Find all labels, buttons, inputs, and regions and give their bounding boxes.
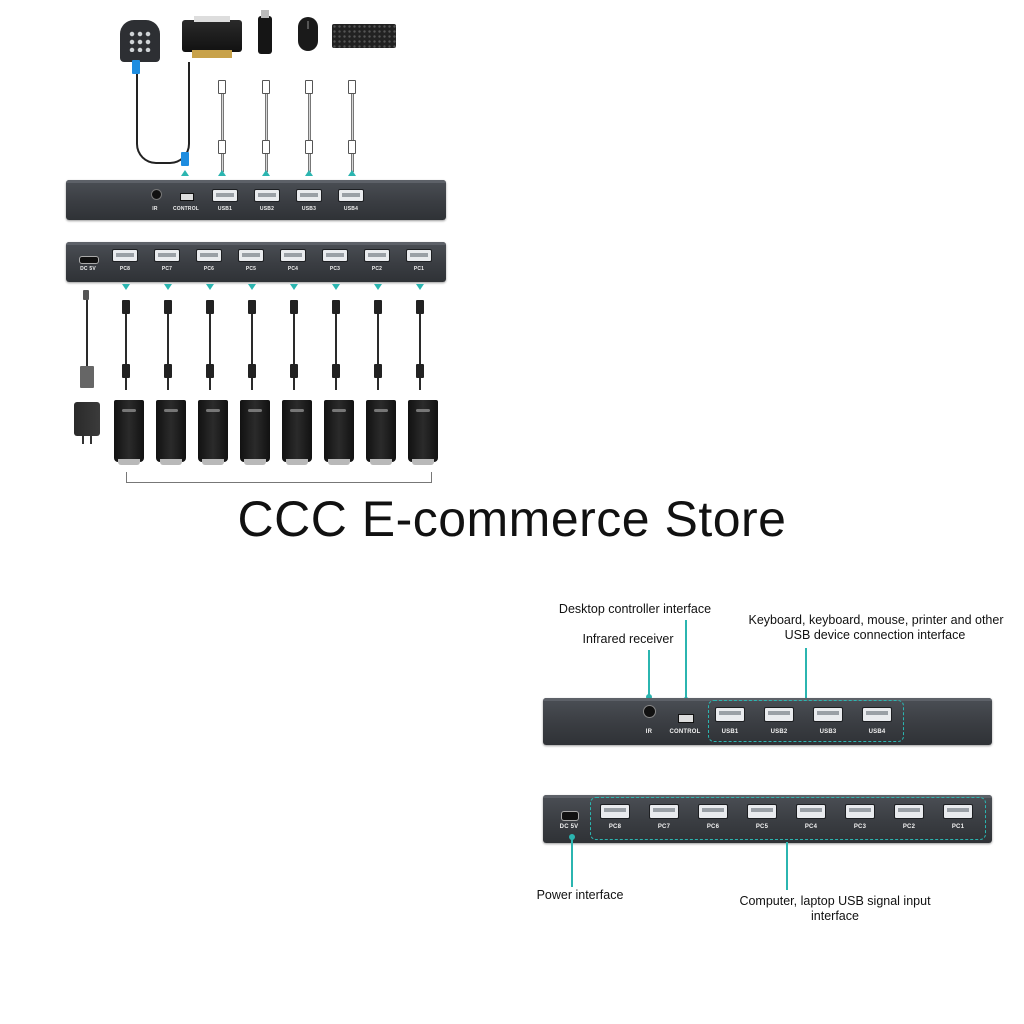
power-adapter-icon bbox=[74, 402, 100, 444]
pc1-label: PC1 bbox=[413, 266, 425, 272]
computer-leader bbox=[786, 842, 788, 890]
pc5-label: PC5 bbox=[245, 266, 257, 272]
computer-icon bbox=[156, 400, 186, 465]
infrared-callout: Infrared receiver bbox=[582, 632, 674, 646]
pc4-label: PC4 bbox=[804, 824, 818, 830]
ir-sensor-icon bbox=[151, 189, 162, 200]
computer-icon bbox=[114, 400, 144, 465]
usb3-label: USB3 bbox=[819, 729, 837, 735]
pc8-port[interactable] bbox=[600, 804, 630, 819]
usb1-label: USB1 bbox=[721, 729, 739, 735]
pc1-port[interactable] bbox=[943, 804, 973, 819]
pc3-label: PC3 bbox=[853, 824, 867, 830]
pc4-port[interactable] bbox=[280, 249, 306, 262]
pc6-port[interactable] bbox=[698, 804, 728, 819]
usb-devices-leader bbox=[805, 648, 807, 700]
usb-devices-callout-line2: USB device connection interface bbox=[784, 628, 966, 642]
pc8-port[interactable] bbox=[112, 249, 138, 262]
pc7-port[interactable] bbox=[649, 804, 679, 819]
usb4-port[interactable] bbox=[862, 707, 892, 722]
usb2-port[interactable] bbox=[254, 189, 280, 202]
pc3-port[interactable] bbox=[322, 249, 348, 262]
pc7-label: PC7 bbox=[161, 266, 173, 272]
infrared-leader bbox=[648, 650, 650, 695]
power-callout: Power interface bbox=[536, 888, 624, 902]
usb-devices-callout-line1: Keyboard, keyboard, mouse, printer and o… bbox=[748, 613, 1004, 627]
pc1-port[interactable] bbox=[406, 249, 432, 262]
usb1-port[interactable] bbox=[715, 707, 745, 722]
kvm-top-panel-small: IR CONTROL USB1 USB2 USB3 USB4 bbox=[66, 180, 446, 220]
computer-ports-highlight bbox=[590, 797, 986, 840]
computer-icon bbox=[240, 400, 270, 465]
computer-icon bbox=[324, 400, 354, 465]
pc3-label: PC3 bbox=[329, 266, 341, 272]
ir-sensor-icon bbox=[643, 705, 656, 718]
usb1-label: USB1 bbox=[217, 206, 233, 212]
desktop-controller-icon bbox=[120, 20, 160, 62]
controller-cable bbox=[136, 62, 190, 164]
usb4-port[interactable] bbox=[338, 189, 364, 202]
usb-devices-highlight bbox=[708, 700, 904, 742]
ir-label: IR bbox=[152, 206, 158, 212]
mouse-icon bbox=[298, 17, 318, 51]
computers-bracket bbox=[126, 472, 432, 483]
control-plug bbox=[181, 152, 189, 166]
computer-callout-line2: interface bbox=[811, 909, 859, 923]
dc-label: DC 5V bbox=[559, 824, 579, 830]
pc2-label: PC2 bbox=[371, 266, 383, 272]
control-label: CONTROL bbox=[669, 729, 701, 735]
usb2-label: USB2 bbox=[259, 206, 275, 212]
usb-flash-drive-icon bbox=[258, 10, 272, 54]
controller-plug bbox=[132, 60, 140, 74]
pc8-label: PC8 bbox=[119, 266, 131, 272]
pc2-label: PC2 bbox=[902, 824, 916, 830]
pc4-label: PC4 bbox=[287, 266, 299, 272]
store-watermark: CCC E-commerce Store bbox=[237, 491, 787, 547]
pc5-port[interactable] bbox=[747, 804, 777, 819]
pc8-label: PC8 bbox=[608, 824, 622, 830]
usb4-label: USB4 bbox=[868, 729, 886, 735]
control-port[interactable] bbox=[180, 193, 194, 201]
keyboard-icon bbox=[332, 24, 396, 48]
control-port[interactable] bbox=[678, 714, 694, 723]
controller-leader bbox=[685, 620, 687, 700]
usb2-label: USB2 bbox=[770, 729, 788, 735]
pc6-label: PC6 bbox=[706, 824, 720, 830]
pc5-port[interactable] bbox=[238, 249, 264, 262]
usb3-port[interactable] bbox=[296, 189, 322, 202]
dc-port[interactable] bbox=[561, 811, 579, 821]
desktop-controller-callout: Desktop controller interface bbox=[558, 602, 712, 616]
pc5-label: PC5 bbox=[755, 824, 769, 830]
pc7-port[interactable] bbox=[154, 249, 180, 262]
usb3-port[interactable] bbox=[813, 707, 843, 722]
control-label: CONTROL bbox=[172, 206, 200, 212]
pc2-port[interactable] bbox=[894, 804, 924, 819]
dc-label: DC 5V bbox=[80, 266, 96, 272]
kvm-top-panel-large: IR CONTROL USB1 USB2 USB3 USB4 bbox=[543, 698, 992, 745]
usb3-label: USB3 bbox=[301, 206, 317, 212]
pc1-label: PC1 bbox=[951, 824, 965, 830]
printer-icon bbox=[182, 16, 242, 58]
ir-label: IR bbox=[645, 729, 653, 735]
computer-icon bbox=[366, 400, 396, 465]
pc6-port[interactable] bbox=[196, 249, 222, 262]
kvm-bottom-panel-large: DC 5V PC8 PC7 PC6 PC5 PC4 PC3 PC2 PC1 bbox=[543, 795, 992, 843]
usb2-port[interactable] bbox=[764, 707, 794, 722]
usb4-label: USB4 bbox=[343, 206, 359, 212]
pc4-port[interactable] bbox=[796, 804, 826, 819]
pc7-label: PC7 bbox=[657, 824, 671, 830]
computer-icon bbox=[408, 400, 438, 465]
pc2-port[interactable] bbox=[364, 249, 390, 262]
computer-icon bbox=[282, 400, 312, 465]
usb1-port[interactable] bbox=[212, 189, 238, 202]
computer-icon bbox=[198, 400, 228, 465]
computer-callout-line1: Computer, laptop USB signal input bbox=[739, 894, 931, 908]
dc-port[interactable] bbox=[79, 256, 99, 264]
pc3-port[interactable] bbox=[845, 804, 875, 819]
kvm-bottom-panel-small: DC 5V PC8 PC7 PC6 PC5 PC4 PC3 PC2 PC1 bbox=[66, 242, 446, 282]
power-cable bbox=[86, 296, 88, 376]
power-leader bbox=[571, 837, 573, 887]
pc6-label: PC6 bbox=[203, 266, 215, 272]
